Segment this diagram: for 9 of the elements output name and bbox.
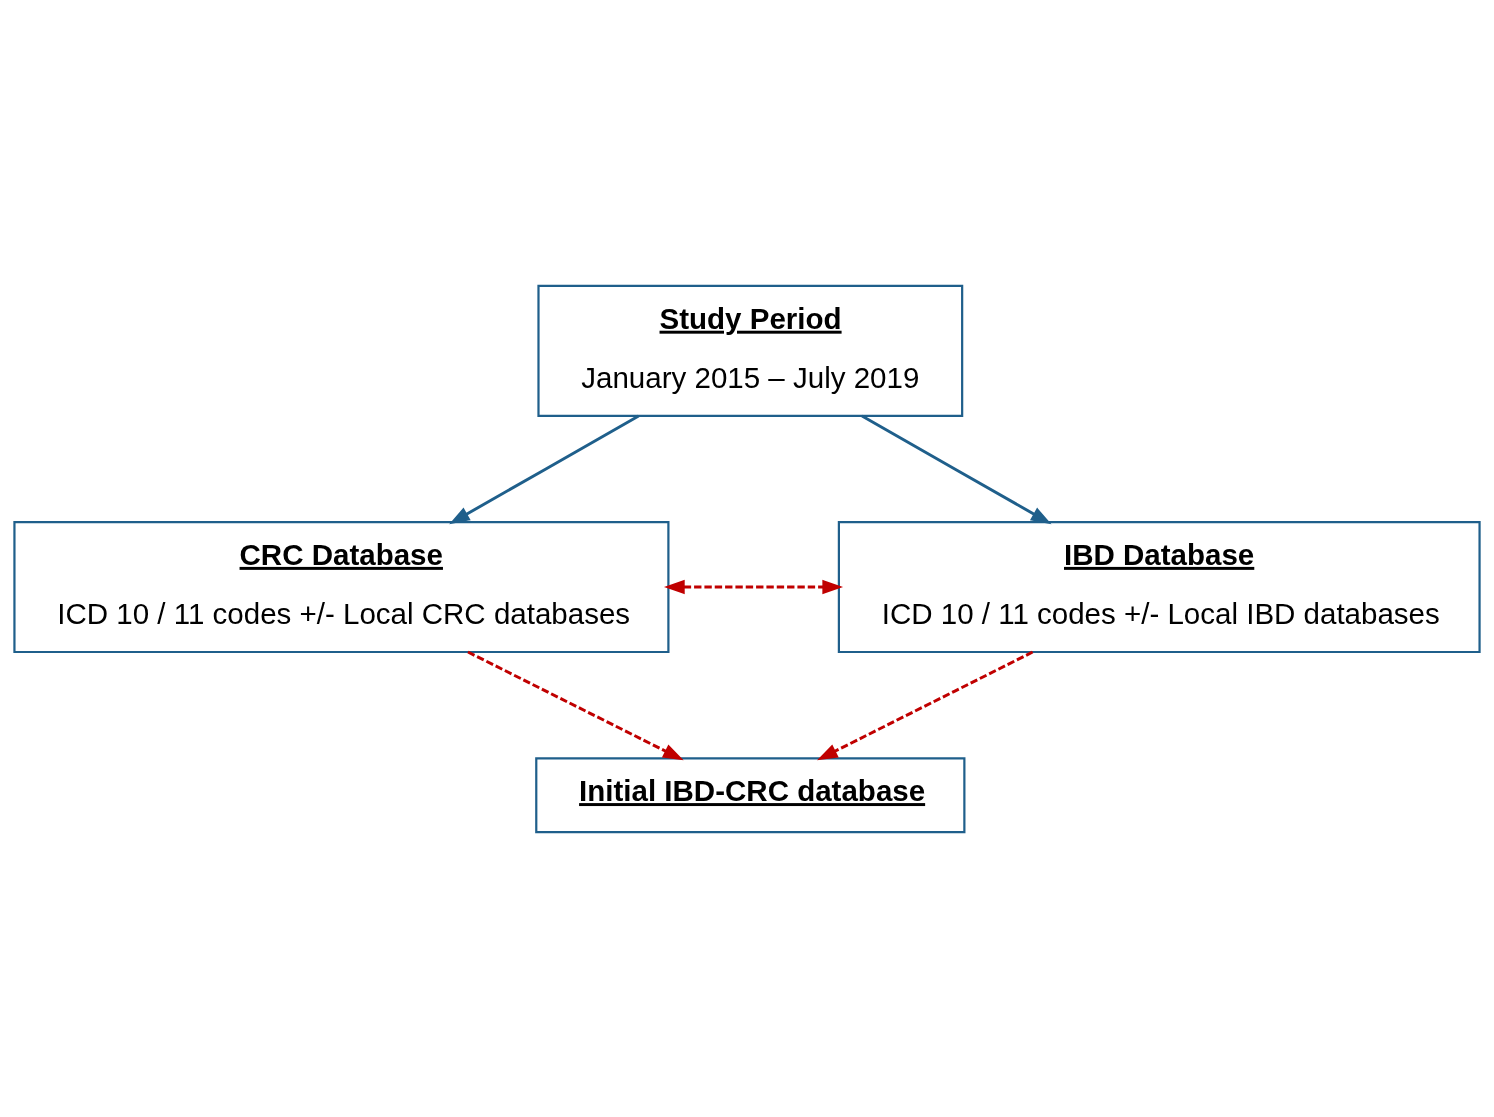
arrow [449,414,640,524]
node-box: IBD Database ICD 10 / 11 codes +/- Local IBD databases [837,520,1481,653]
node-box: Study Period January 2015 – July 2019 [537,284,964,417]
arrow [817,650,1034,760]
node-box: CRC Database ICD 10 / 11 codes +/- Local CRC databases [13,520,670,653]
node-box: Initial IBD-CRC database [535,756,966,833]
arrow [664,579,844,594]
arrow [861,414,1052,524]
arrow [467,650,684,760]
